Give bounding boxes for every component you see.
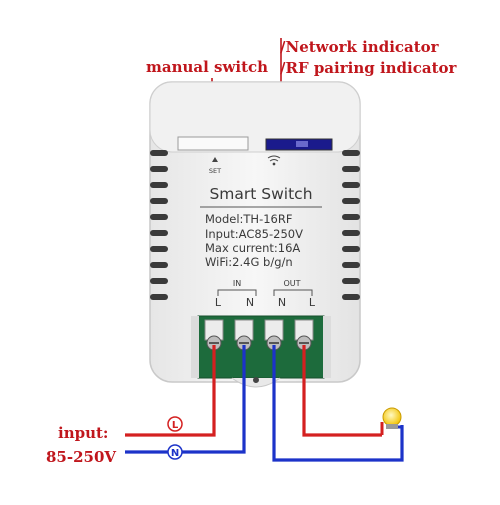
live-wire bbox=[125, 345, 382, 437]
model-text: Model:TH-16RF bbox=[205, 212, 292, 226]
max-current-text: Max current:16A bbox=[205, 241, 300, 255]
manual-switch-callout: manual switch bbox=[146, 58, 268, 76]
terminal-n-out: N bbox=[278, 296, 286, 309]
right-vent-slots bbox=[342, 150, 360, 300]
set-label: SET bbox=[209, 167, 221, 175]
wifi-icon bbox=[267, 155, 281, 166]
manual-switch-button[interactable] bbox=[177, 136, 249, 151]
in-label: IN bbox=[233, 279, 241, 288]
terminal-n-in: N bbox=[246, 296, 254, 309]
set-arrow-icon bbox=[212, 157, 218, 162]
indicator-led bbox=[296, 141, 308, 147]
live-symbol: L bbox=[172, 420, 179, 431]
product-title: Smart Switch bbox=[209, 185, 312, 203]
terminal-l-out: L bbox=[309, 296, 316, 309]
left-vent-slots bbox=[150, 150, 168, 300]
out-label: OUT bbox=[283, 279, 300, 288]
bulb-icon bbox=[380, 407, 402, 435]
neutral-marker: N bbox=[167, 444, 183, 460]
screw-terminal-icon bbox=[204, 319, 314, 351]
smart-switch-device: SET Smart Switch Model:TH-16RF Input:AC8… bbox=[149, 81, 361, 388]
network-indicator-callout: /Network indicator bbox=[280, 38, 440, 56]
input-voltage-label: 85-250V bbox=[46, 448, 116, 466]
rf-pairing-indicator-callout: /RF pairing indicator bbox=[280, 59, 458, 77]
wifi-spec-text: WiFi:2.4G b/g/n bbox=[205, 255, 293, 269]
terminal-l-in: L bbox=[215, 296, 222, 309]
input-spec-text: Input:AC85-250V bbox=[205, 227, 303, 241]
neutral-wire bbox=[125, 345, 404, 462]
live-marker: L bbox=[167, 416, 183, 432]
input-label: input: bbox=[58, 424, 108, 442]
neutral-symbol: N bbox=[171, 448, 179, 459]
